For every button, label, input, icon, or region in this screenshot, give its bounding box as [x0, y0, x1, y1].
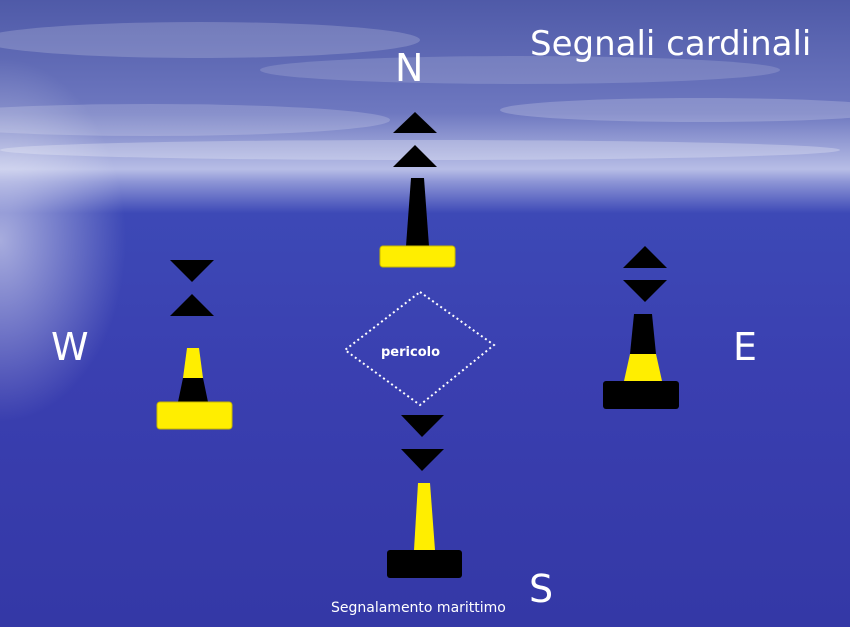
south-topmark-upper-cone-icon: [401, 415, 444, 437]
north-buoy-base: [379, 245, 456, 268]
west-topmark-lower-cone-icon: [170, 294, 214, 316]
north-cardinal-buoy: [379, 112, 456, 268]
north-topmark-lower-cone-icon: [393, 145, 437, 167]
west-topmark-upper-cone-icon: [170, 260, 214, 282]
sky-clouds: [0, 22, 850, 160]
danger-label: pericolo: [381, 345, 441, 360]
west-buoy-top-section: [183, 348, 203, 378]
east-buoy-top-section: [630, 314, 656, 354]
direction-south-label: S: [529, 567, 554, 611]
west-buoy-base: [156, 401, 233, 430]
direction-west-label: W: [51, 325, 89, 369]
west-cardinal-buoy: [156, 260, 233, 430]
south-buoy-base: [387, 550, 462, 578]
direction-east-label: E: [733, 325, 758, 369]
slide-footer: Segnalamento marittimo: [331, 600, 506, 616]
slide-title: Segnali cardinali: [530, 24, 812, 64]
east-cardinal-buoy: [603, 246, 679, 409]
south-buoy-body: [414, 483, 435, 550]
north-topmark-upper-cone-icon: [393, 112, 437, 133]
direction-north-label: N: [395, 46, 424, 90]
west-buoy-black-band: [178, 378, 208, 402]
east-topmark-upper-cone-icon: [623, 246, 667, 268]
danger-zone-diamond: [343, 290, 496, 407]
east-topmark-lower-cone-icon: [623, 280, 667, 302]
south-topmark-lower-cone-icon: [401, 449, 444, 471]
east-buoy-base: [603, 381, 679, 409]
north-buoy-body: [406, 178, 429, 246]
east-buoy-yellow-band: [624, 354, 662, 381]
south-cardinal-buoy: [387, 415, 462, 578]
